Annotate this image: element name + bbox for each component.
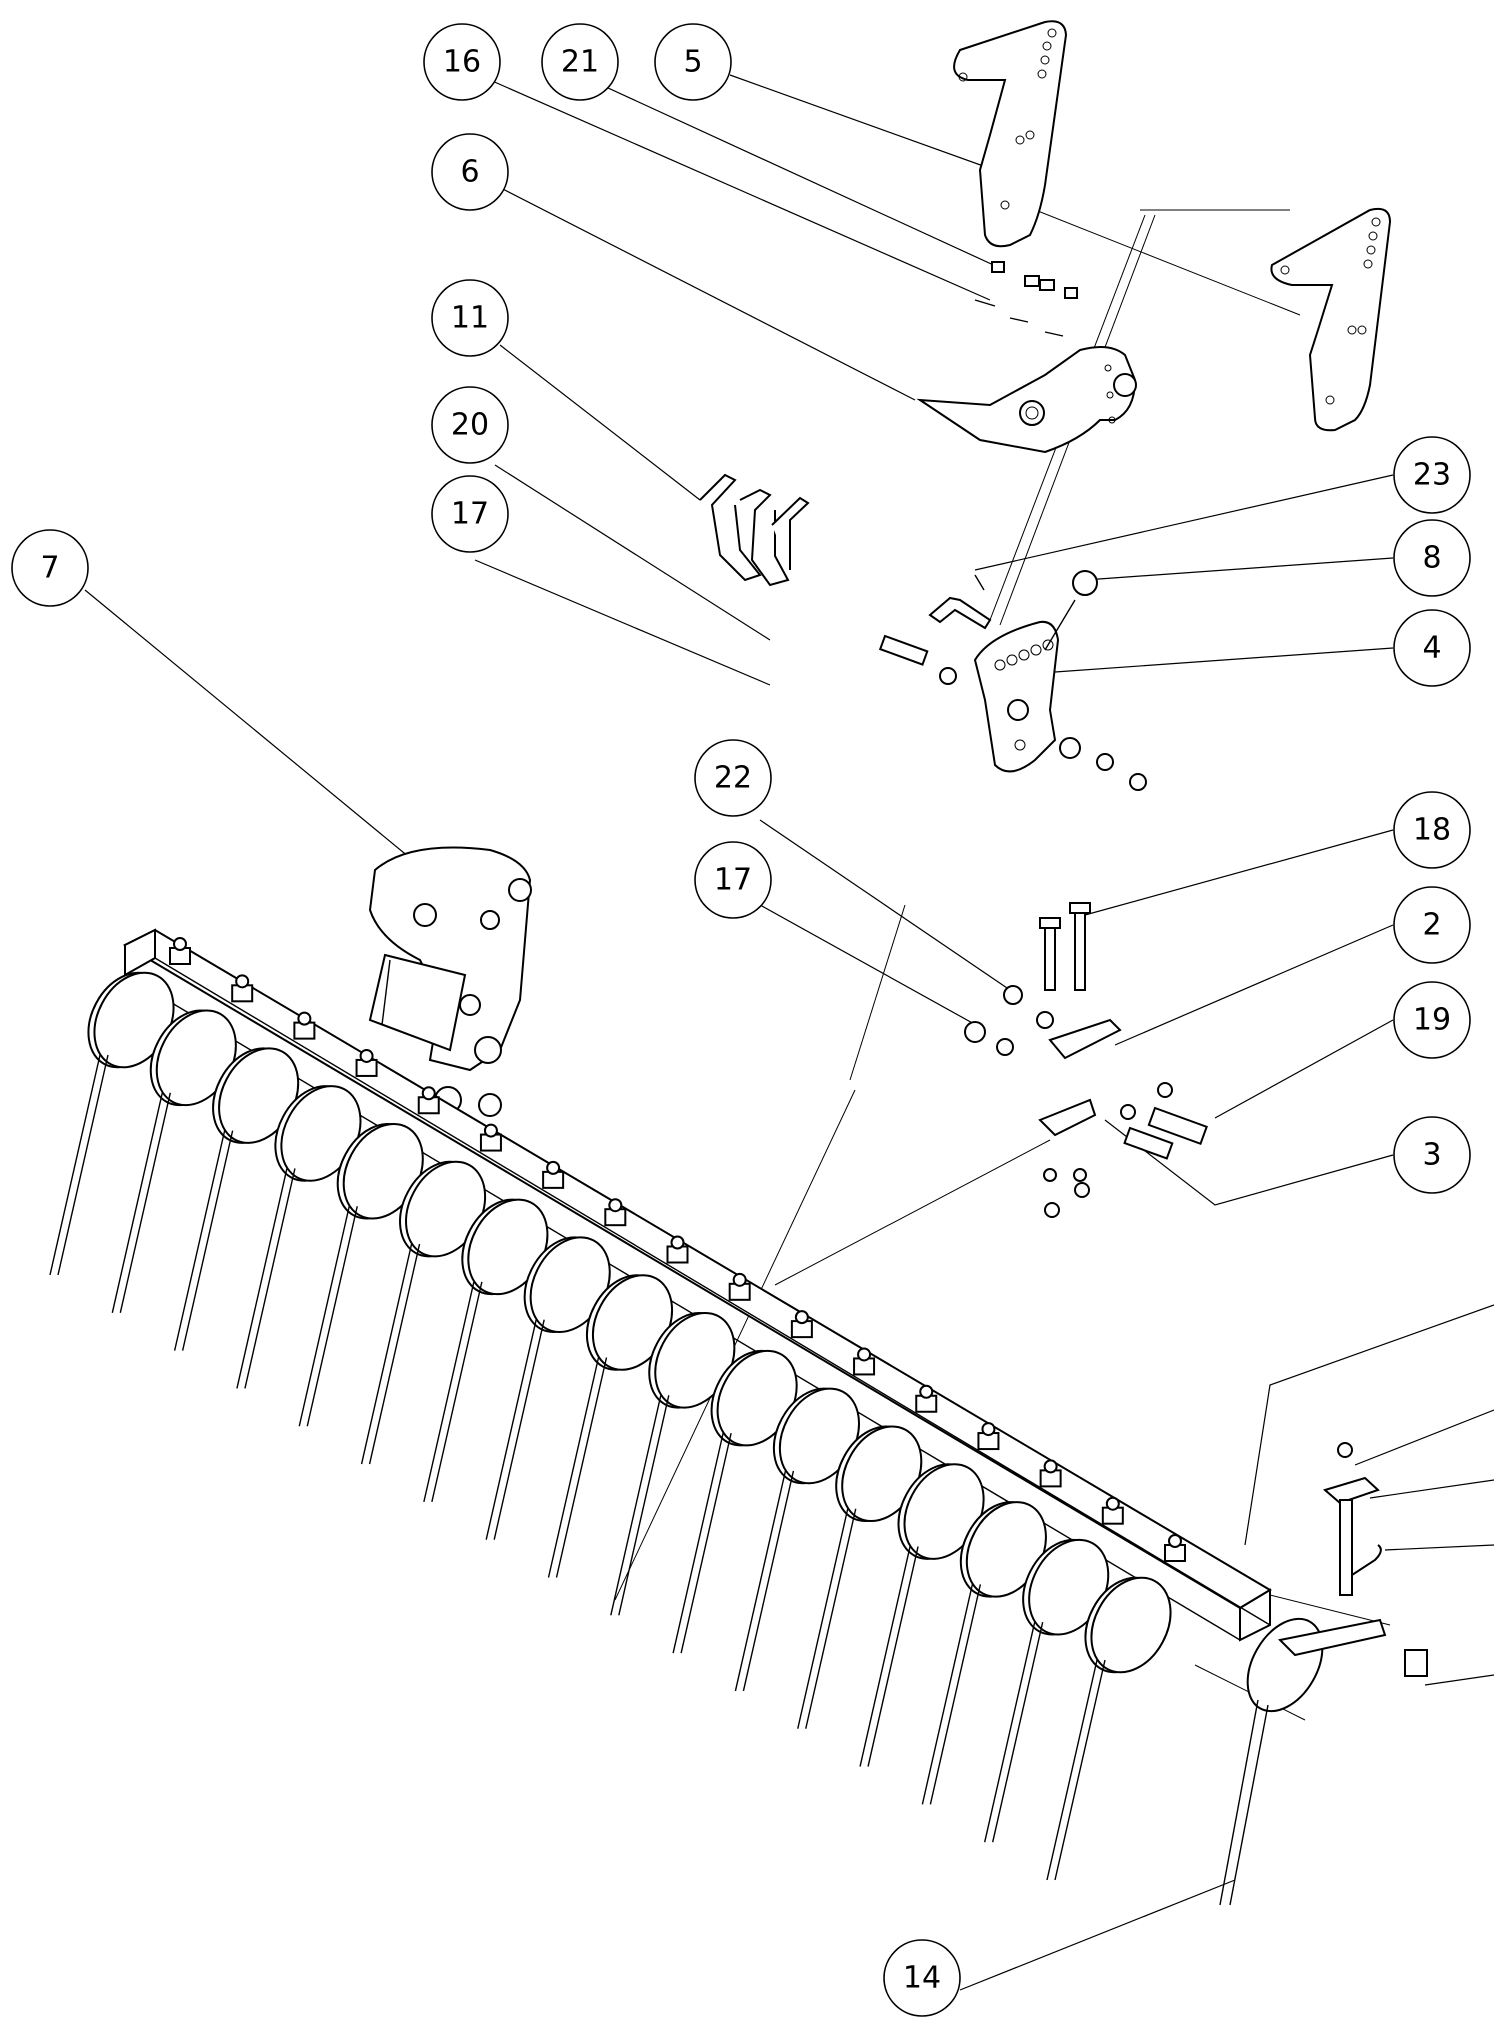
plate-6 <box>916 345 1137 454</box>
leader-lines <box>84 74 1494 1991</box>
callout-17-lower: 17 <box>694 841 772 919</box>
spring-tine <box>173 1011 316 1351</box>
callout-18-label: 18 <box>1413 813 1451 848</box>
callout-20: 20 <box>431 386 509 464</box>
spring-tine <box>921 1459 1062 1805</box>
callout-17-upper-label: 17 <box>451 497 489 532</box>
callout-19-label: 19 <box>1413 1003 1451 1038</box>
callout-20-label: 20 <box>451 408 489 443</box>
callout-5: 5 <box>654 23 732 101</box>
callout-4-label: 4 <box>1422 631 1441 666</box>
callout-14: 14 <box>883 1939 961 2017</box>
spring-tine <box>485 1198 627 1540</box>
spring-tine <box>610 1272 751 1616</box>
callout-16-label: 16 <box>443 45 481 80</box>
spring-tines <box>49 937 1186 1881</box>
callout-8: 8 <box>1393 519 1471 597</box>
spring-tine <box>1046 1534 1186 1881</box>
nuts-16-21 <box>974 261 1078 337</box>
callout-6-label: 6 <box>460 155 479 190</box>
bracket-5-right <box>1270 207 1392 432</box>
callout-11-label: 11 <box>451 301 489 336</box>
callout-17-lower-label: 17 <box>714 863 752 898</box>
callout-21-label: 21 <box>561 45 599 80</box>
callout-22-label: 22 <box>714 761 752 796</box>
end-fittings <box>1219 1442 1428 1906</box>
callout-23: 23 <box>1393 436 1471 514</box>
callout-16: 16 <box>423 23 501 101</box>
spring-tine <box>111 974 254 1313</box>
spring-tine <box>423 1160 565 1503</box>
clamp-hardware <box>964 902 1208 1218</box>
callout-2: 2 <box>1393 886 1471 964</box>
callout-3: 3 <box>1393 1116 1471 1194</box>
spring-tine <box>859 1422 1000 1767</box>
bracket-7 <box>368 846 532 1117</box>
callout-7-label: 7 <box>40 551 59 586</box>
callout-4: 4 <box>1393 609 1471 687</box>
callout-23-label: 23 <box>1413 458 1451 493</box>
callout-19: 19 <box>1393 981 1471 1059</box>
callout-3-label: 3 <box>1422 1138 1441 1173</box>
callout-14-label: 14 <box>903 1961 941 1996</box>
spring-tine <box>236 1048 378 1389</box>
callout-7: 7 <box>11 529 89 607</box>
plate-4-assembly <box>878 570 1147 791</box>
spring-tine <box>49 937 191 1276</box>
callout-6: 6 <box>431 133 509 211</box>
spring-tine <box>984 1496 1124 1843</box>
callout-17-upper: 17 <box>431 475 509 553</box>
bracket-5-left <box>953 20 1068 248</box>
spring-tine <box>797 1384 938 1729</box>
u-bolts-11 <box>699 473 810 587</box>
spring-tine <box>734 1347 876 1692</box>
callout-18: 18 <box>1393 791 1471 869</box>
callout-22: 22 <box>694 739 772 817</box>
spring-tine <box>547 1235 689 1578</box>
callout-11: 11 <box>431 279 509 357</box>
callout-21: 21 <box>541 23 619 101</box>
spring-tine <box>360 1123 502 1465</box>
callout-2-label: 2 <box>1422 908 1441 943</box>
callout-8-label: 8 <box>1422 541 1441 576</box>
callout-5-label: 5 <box>683 45 702 80</box>
